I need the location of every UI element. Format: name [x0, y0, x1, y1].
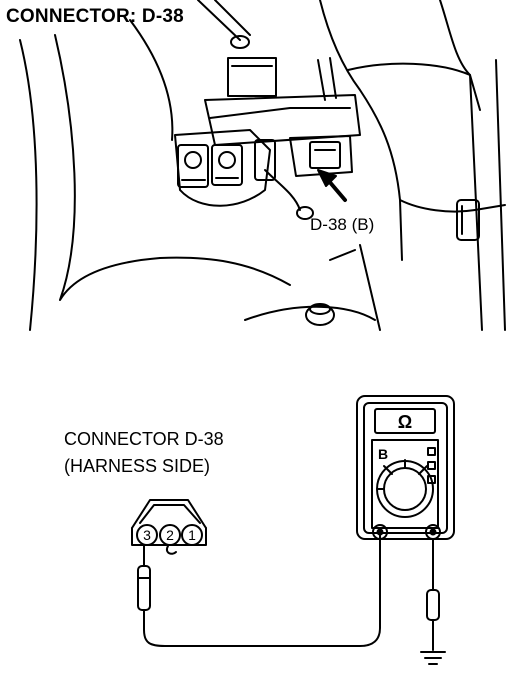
meter-jack-left	[372, 524, 388, 540]
meter-selector-letter: B	[378, 446, 388, 462]
pin-3-label: 3	[143, 527, 151, 543]
connector-pin-1	[181, 524, 203, 546]
callout-arrow	[317, 169, 347, 202]
ground-icon	[420, 651, 446, 665]
connector-pin-2	[159, 524, 181, 546]
test-lead-wire	[143, 534, 381, 647]
meter-jack-right	[425, 524, 441, 540]
connector-pin-3	[136, 524, 158, 546]
diagram-title: CONNECTOR: D-38	[6, 6, 184, 27]
multimeter	[356, 395, 455, 540]
connector-label: CONNECTOR D-38	[64, 429, 224, 449]
harness-side-label: (HARNESS SIDE)	[64, 456, 211, 476]
meter-ohm-symbol: Ω	[398, 412, 412, 432]
probe-right	[426, 538, 440, 651]
engine-bay-illustration	[19, 0, 506, 331]
pin-1-label: 1	[188, 527, 196, 543]
pin-2-label: 2	[166, 527, 174, 543]
pin-hook	[166, 545, 177, 555]
callout-label: D-38 (B)	[310, 215, 375, 234]
probe-left	[137, 544, 151, 611]
